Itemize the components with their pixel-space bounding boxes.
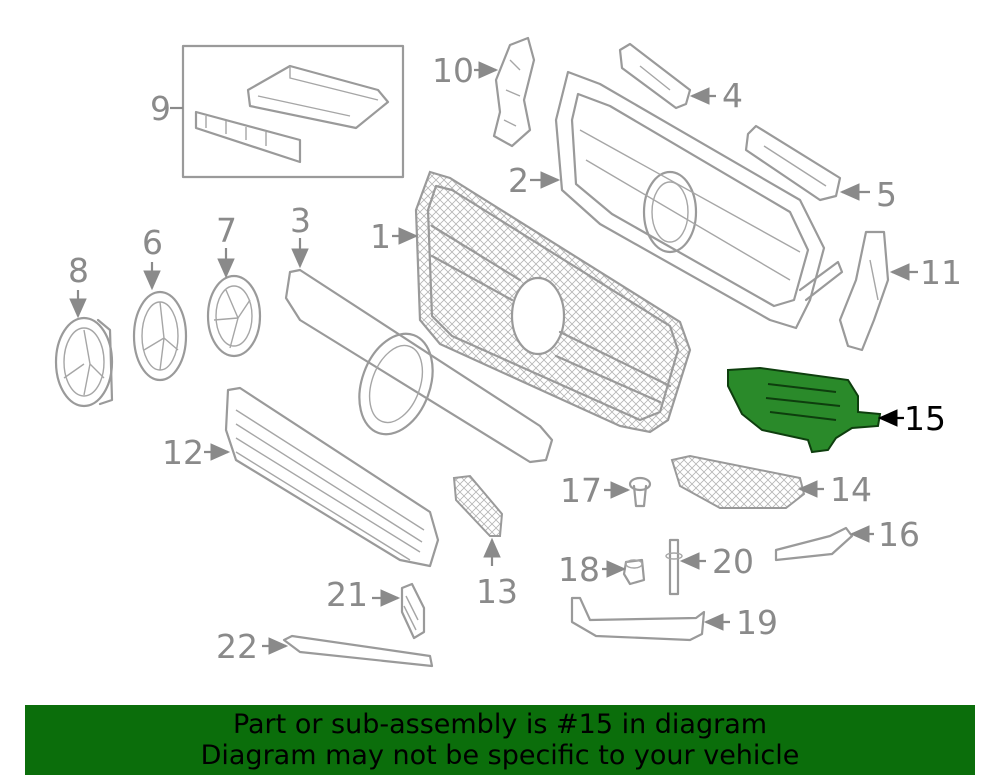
callout-6: 6 [142,223,163,262]
leader-arrows [69,61,918,655]
callout-7: 7 [216,211,237,250]
callout-13: 13 [476,572,518,611]
callout-labels: 10 4 9 2 5 3 1 6 7 11 8 15 12 14 17 16 2… [68,51,962,666]
part-15-highlighted [727,366,882,454]
exploded-parts-diagram: 10 4 9 2 5 3 1 6 7 11 8 15 12 14 17 16 2… [54,36,962,668]
part-21-vent [400,582,426,640]
part-10-bracket [492,36,536,148]
part-19-trim-strip [570,596,706,642]
part-14-grille-insert [670,454,806,509]
callout-15: 15 [904,399,946,438]
part-13-insert [452,474,504,537]
callout-14: 14 [830,470,872,509]
part-16-strip [774,526,854,562]
callout-5: 5 [876,175,897,214]
part-11-bracket [838,230,890,352]
callout-17: 17 [560,471,602,510]
callout-9: 9 [150,89,171,128]
callout-10: 10 [432,51,474,90]
part-3-grille-trim [284,268,554,464]
part-8-emblem [54,316,114,408]
callout-18: 18 [558,550,600,589]
part-7-emblem [206,274,262,358]
callout-1: 1 [370,217,391,256]
callout-11: 11 [920,253,962,292]
part-5-bracket [744,124,842,202]
part-4-bracket [618,42,692,110]
banner-line-2: Diagram may not be specific to your vehi… [200,740,800,771]
callout-20: 20 [712,542,754,581]
part-2-grille-frame [554,70,844,330]
callout-3: 3 [290,201,311,240]
part-17-clip [628,476,652,508]
part-20-stud [665,538,683,596]
callout-2: 2 [508,161,529,200]
part-12-lower-grille [224,386,440,568]
part-1-grille [414,170,692,434]
part-18-nut [622,558,646,586]
callout-22: 22 [216,627,258,666]
callout-4: 4 [722,76,743,115]
callout-21: 21 [326,575,368,614]
callout-12: 12 [162,433,204,472]
part-9-kit [170,44,405,179]
callout-8: 8 [68,251,89,290]
part-22-strip [282,634,434,668]
disclaimer-banner: Part or sub-assembly is #15 in diagram D… [25,705,975,775]
callout-19: 19 [736,603,778,642]
callout-16: 16 [878,515,920,554]
banner-line-1: Part or sub-assembly is #15 in diagram [232,709,768,740]
part-6-emblem [132,290,188,382]
